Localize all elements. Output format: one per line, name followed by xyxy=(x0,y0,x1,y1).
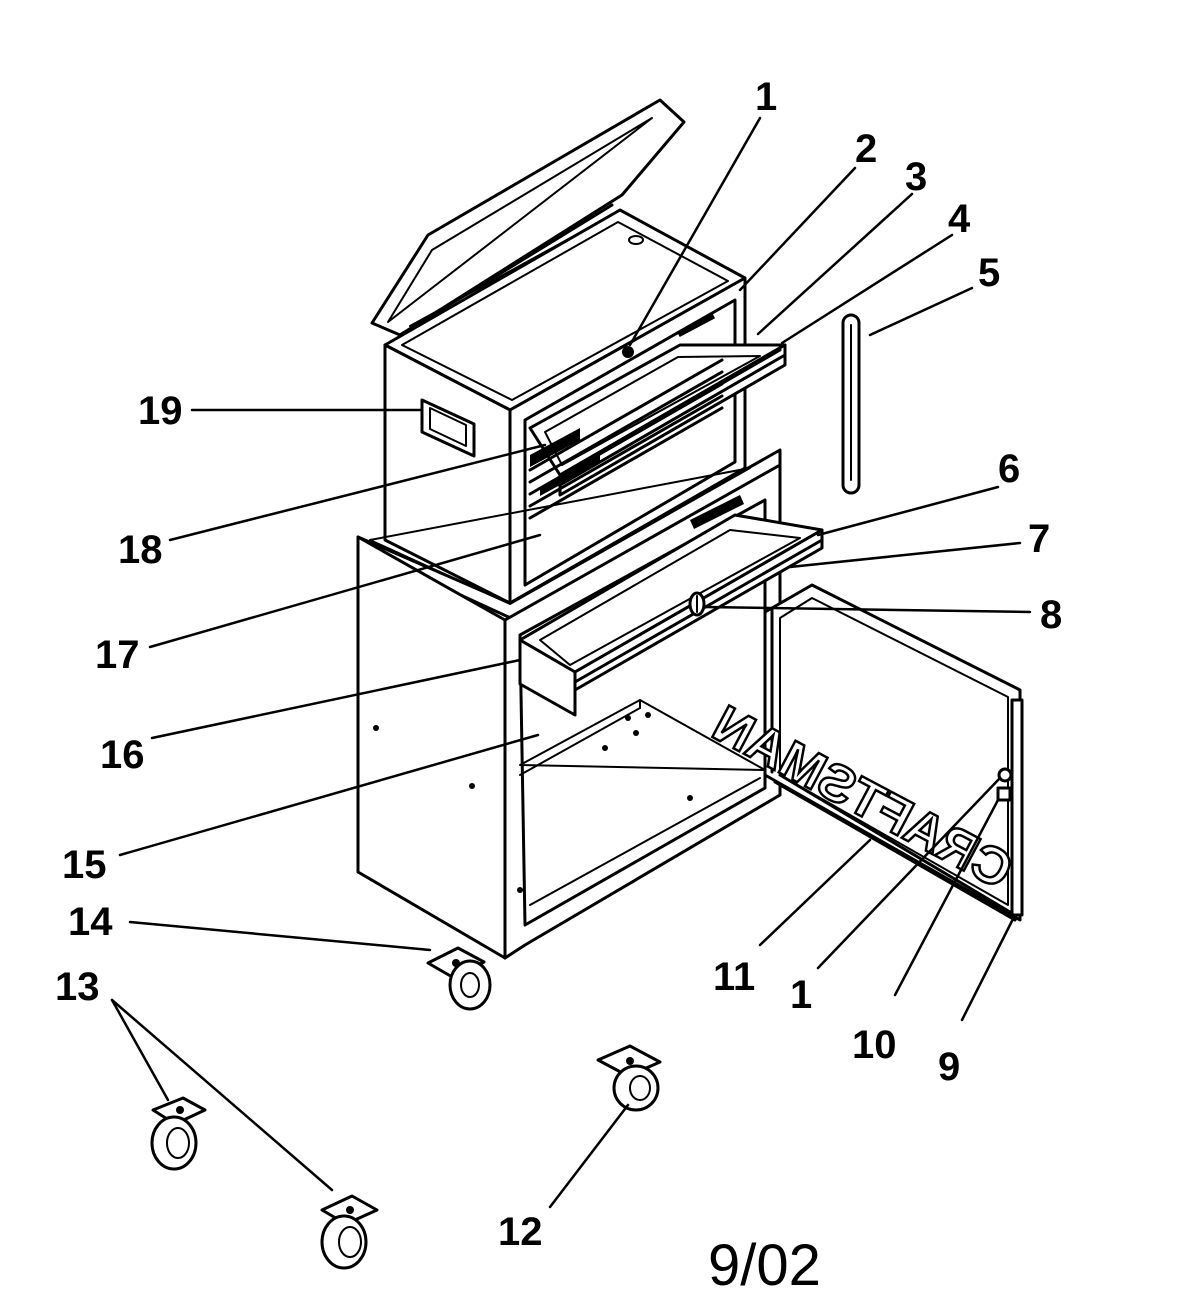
callout-7: 7 xyxy=(1028,517,1050,561)
drawer-stack xyxy=(528,358,724,520)
drawer-liner-strip xyxy=(841,313,861,495)
caster-13-lower xyxy=(320,1194,379,1270)
callout-4: 4 xyxy=(948,197,971,241)
caster-14 xyxy=(426,946,492,1011)
callout-1-top: 1 xyxy=(755,75,777,119)
bottom-cabinet: CRAFTSMAN xyxy=(356,448,1024,960)
callout-8: 8 xyxy=(1040,593,1062,637)
callout-3: 3 xyxy=(905,155,927,199)
leader-lines xyxy=(110,116,1032,1209)
date-code: 9/02 xyxy=(708,1233,821,1298)
caster-12 xyxy=(596,1044,662,1112)
callout-15: 15 xyxy=(62,843,107,887)
callout-16: 16 xyxy=(100,733,145,777)
caster-13-upper xyxy=(150,1096,207,1171)
callout-10: 10 xyxy=(852,1023,897,1067)
side-handle xyxy=(420,398,476,458)
callout-18: 18 xyxy=(118,528,163,572)
callout-1-bottom: 1 xyxy=(790,973,812,1017)
callout-6: 6 xyxy=(998,447,1020,491)
callout-19: 19 xyxy=(138,389,183,433)
callout-9: 9 xyxy=(938,1045,960,1089)
callout-11: 11 xyxy=(713,955,755,999)
lower-drawer xyxy=(518,495,824,717)
callout-labels: 1 2 3 4 5 6 7 8 9 10 1 11 12 13 14 15 16… xyxy=(55,75,1062,1254)
callout-12: 12 xyxy=(498,1210,543,1254)
callout-14: 14 xyxy=(68,900,113,944)
callout-13: 13 xyxy=(55,965,100,1009)
callout-17: 17 xyxy=(95,633,140,677)
callout-2: 2 xyxy=(855,127,877,171)
callout-5: 5 xyxy=(978,251,1000,295)
